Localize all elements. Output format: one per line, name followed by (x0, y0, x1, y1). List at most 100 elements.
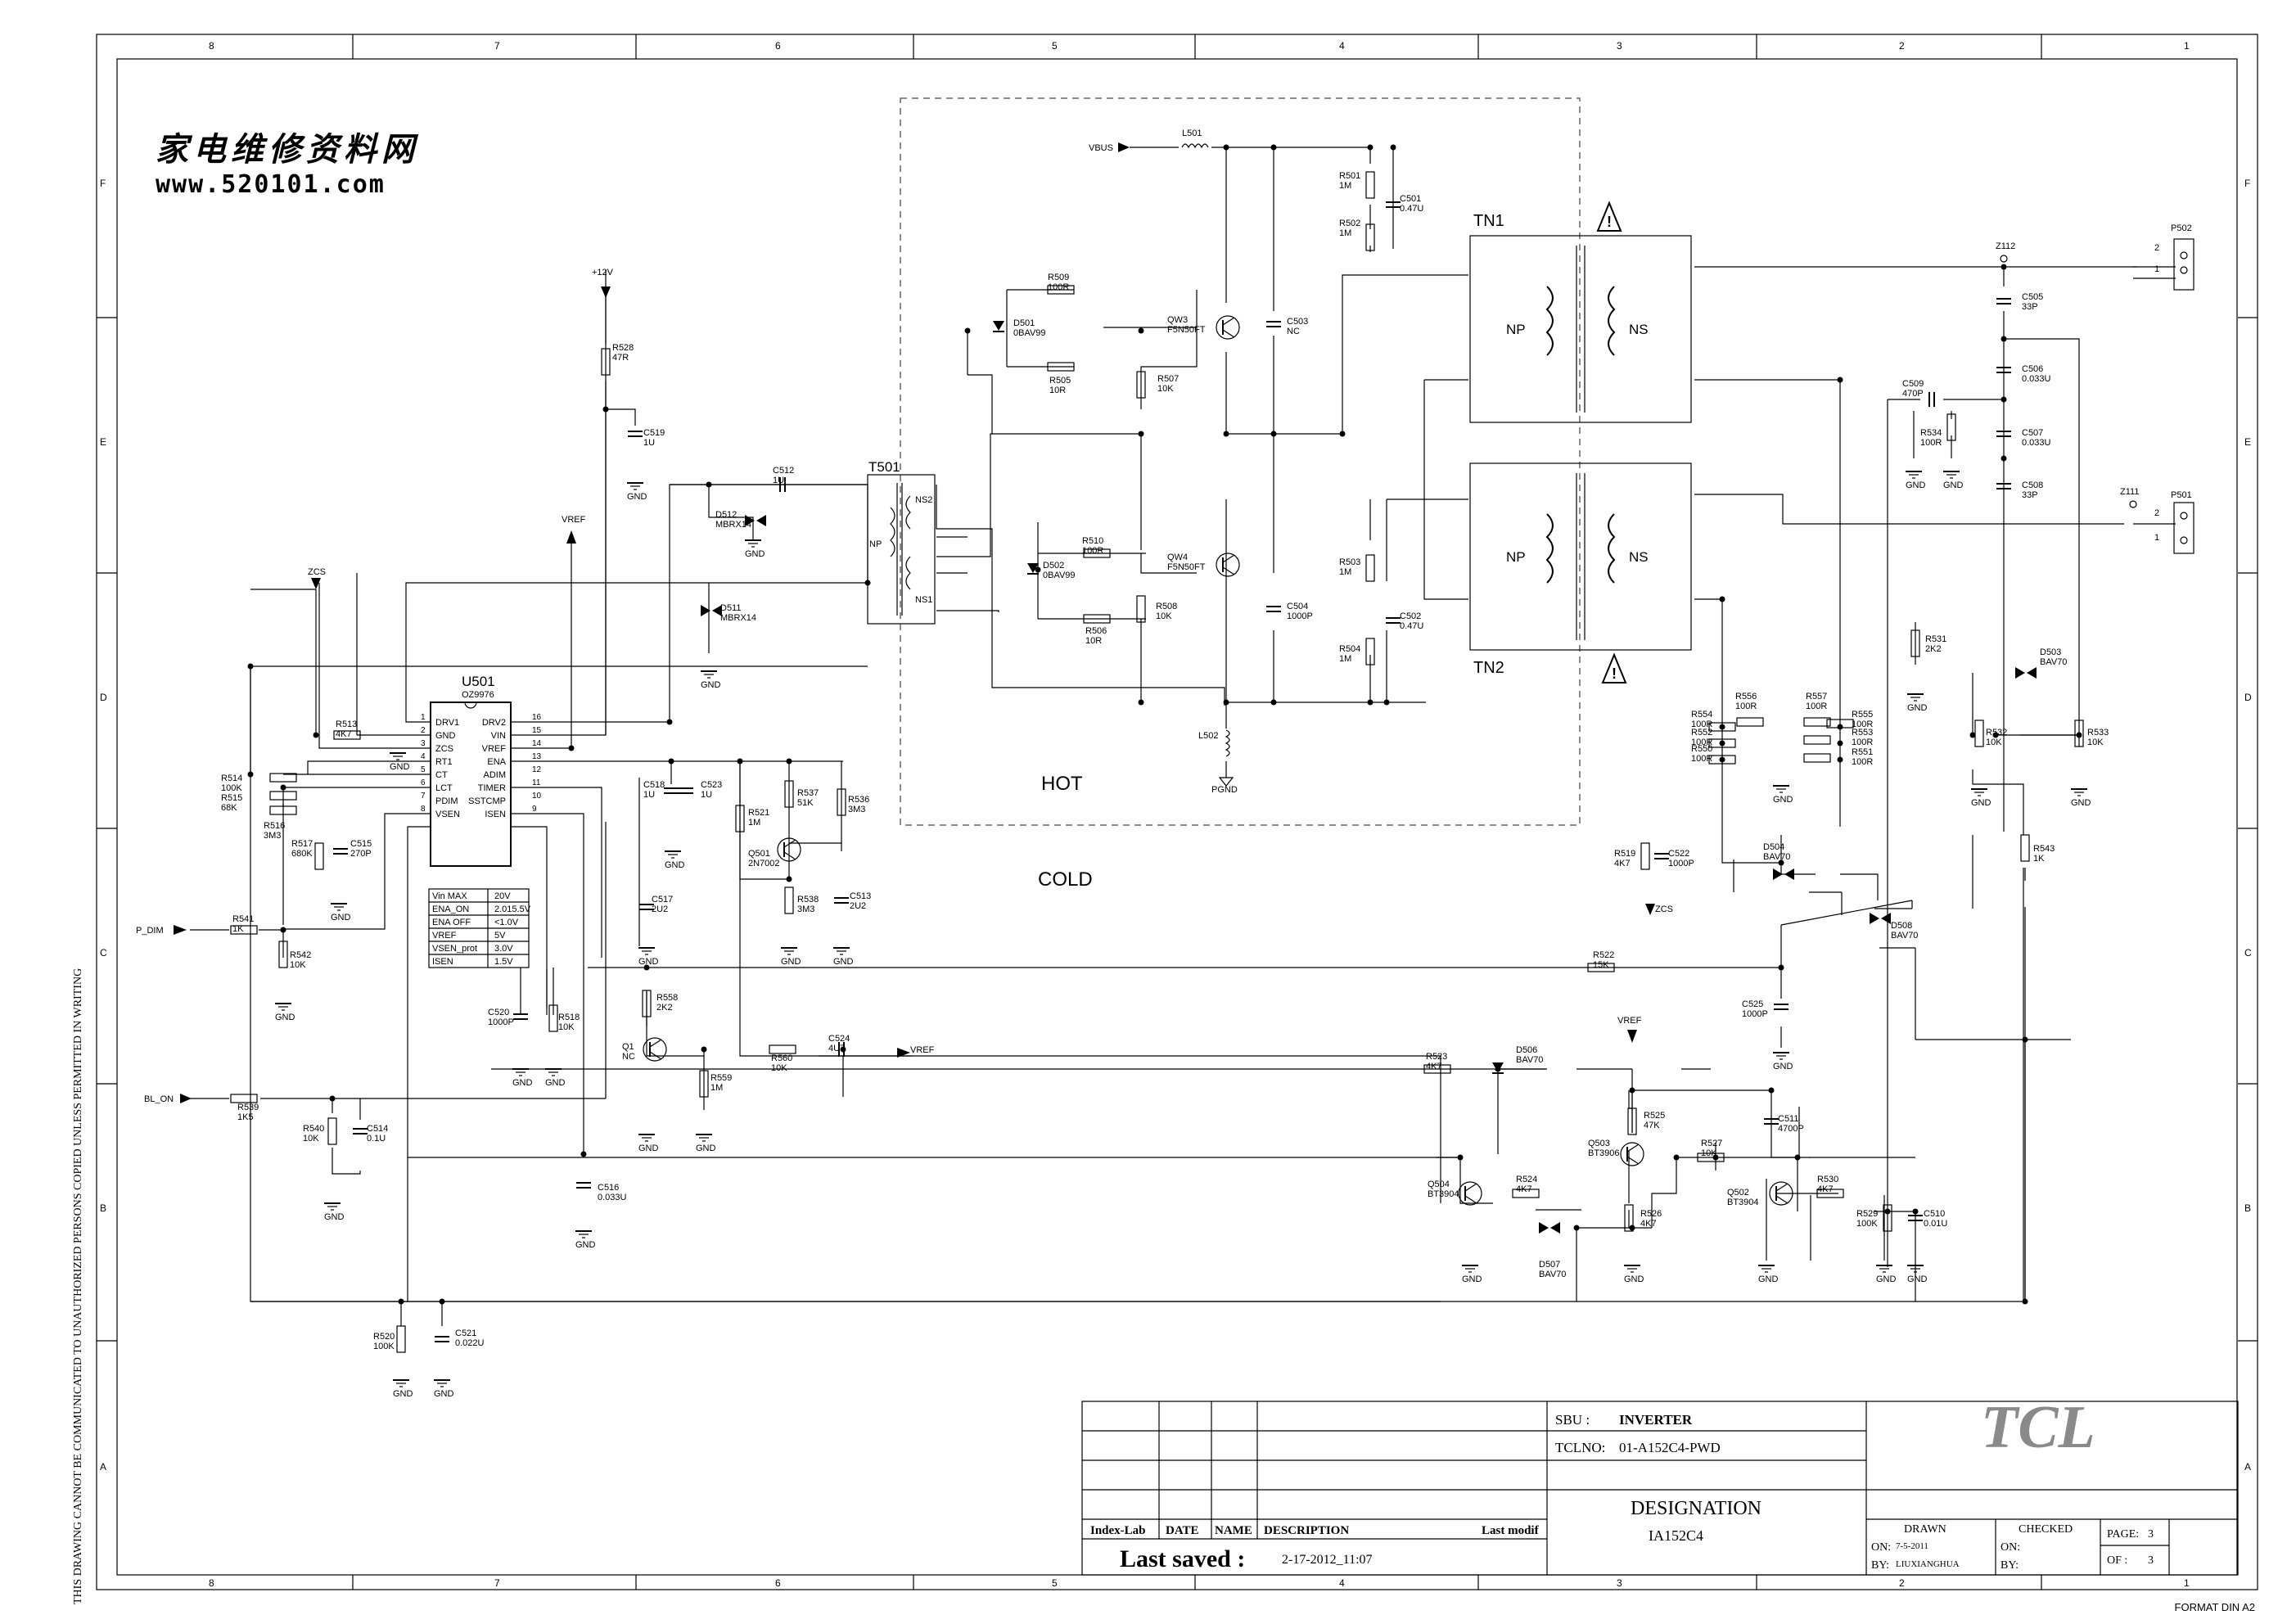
component-ref: D507 (1539, 1260, 1560, 1270)
component-value: 1000P (1668, 859, 1694, 868)
ic-pin-name: DRV2 (482, 718, 506, 728)
junction-dot (2001, 396, 2007, 403)
ground-symbol: GND (833, 947, 854, 967)
ground-label: GND (1907, 703, 1928, 713)
junction-dot (1138, 327, 1144, 334)
component-value: 100R (1048, 282, 1069, 292)
ic-pin-name: ZCS (435, 744, 453, 754)
component-ref: R524 (1516, 1175, 1537, 1184)
component-value: 0.033U (2022, 374, 2051, 384)
zone-col-label: 4 (1339, 1577, 1345, 1589)
component-ref: R554 (1691, 710, 1712, 720)
svg-text:!: ! (1612, 665, 1617, 682)
ground-symbol: GND (1971, 788, 1992, 808)
junction-dot (1138, 699, 1144, 706)
component-ref: D504 (1763, 842, 1784, 852)
zone-col-label: 6 (775, 1577, 781, 1589)
component-value: BAV70 (1763, 852, 1790, 862)
component-value: BT3904 (1428, 1189, 1459, 1199)
t501-ref: T501 (868, 459, 900, 475)
component-value: 0.033U (598, 1193, 627, 1202)
component-value: 0.1U (367, 1134, 386, 1144)
ground-label: GND (701, 680, 721, 690)
title-block: SBU : INVERTER TCLNO: 01-A152C4-PWD TCL … (1081, 1394, 2239, 1576)
p501-pin-2: 2 (2154, 508, 2159, 518)
ic-pin-name: GND (435, 731, 456, 741)
of-label: OF : (2107, 1554, 2127, 1567)
junction-dot (701, 1046, 707, 1053)
component-value: 68K (221, 803, 237, 813)
ground-symbol: GND (701, 670, 721, 690)
ground-symbol: GND (638, 1134, 659, 1153)
ground-label: GND (275, 1013, 295, 1022)
net-vref: VREF (562, 515, 586, 525)
junction-dot (737, 758, 743, 765)
ic-pin-name: CT (435, 770, 448, 780)
junction-dot (786, 758, 792, 765)
brand-logo: TCL (1981, 1394, 2095, 1461)
component-ref: R502 (1339, 219, 1360, 228)
junction-dot (313, 732, 319, 738)
net-12v: +12V (592, 268, 614, 277)
junction-dot (1339, 431, 1346, 437)
ic-pin-name: LCT (435, 783, 453, 793)
component-value: 0.033U (2022, 438, 2051, 448)
component-value: 1U (701, 790, 712, 800)
ground-symbol: GND (1876, 1265, 1897, 1284)
ground-label: GND (781, 957, 801, 967)
ic-pin-name: VSEN (435, 810, 460, 819)
spec-value: <1.0V (494, 918, 519, 927)
net-vref-3: VREF (1617, 1016, 1642, 1026)
junction-dot (1390, 144, 1396, 151)
component-value: 2U2 (652, 904, 668, 914)
checked-on-label: ON: (2001, 1541, 2020, 1554)
component-z111: Z111 (2120, 487, 2139, 508)
component-ref: C508 (2022, 480, 2043, 490)
ic-pin-name: ADIM (484, 770, 507, 780)
junction-dot (840, 1046, 846, 1053)
component-value: 100R (1691, 738, 1712, 747)
component-ref: R534 (1920, 428, 1942, 438)
component-ref: R518 (558, 1013, 580, 1022)
component-ref: R523 (1426, 1052, 1447, 1062)
component-value: 4K7 (1516, 1184, 1532, 1194)
component-value: 4K7 (1817, 1184, 1834, 1194)
svg-text:!: ! (1607, 214, 1612, 230)
net-p-dim: P_DIM (136, 926, 164, 936)
ground-label: GND (833, 957, 854, 967)
component-value: 10K (2087, 738, 2104, 747)
component-value: 3M3 (797, 904, 814, 914)
tn1-np: NP (1506, 322, 1526, 337)
component-ref: R525 (1644, 1111, 1665, 1121)
ground-symbol: GND (275, 1003, 295, 1022)
component-value: 47K (1644, 1121, 1660, 1130)
junction-dot (398, 1298, 404, 1305)
ground-label: GND (627, 492, 647, 502)
format-label: FORMAT DIN A2 (2175, 1601, 2255, 1613)
net-zcs-2: ZCS (1655, 904, 1673, 914)
component-ref: R520 (373, 1332, 395, 1342)
t501-ns1: NS1 (915, 595, 932, 605)
component-ref: C523 (701, 780, 722, 790)
component-ref: R510 (1082, 536, 1103, 546)
ic-pin-number: 3 (421, 739, 426, 748)
junction-dot (1270, 144, 1277, 151)
component-value: 0BAV99 (1013, 328, 1046, 338)
junction-dot (668, 758, 674, 765)
component-ref: R530 (1817, 1175, 1838, 1184)
